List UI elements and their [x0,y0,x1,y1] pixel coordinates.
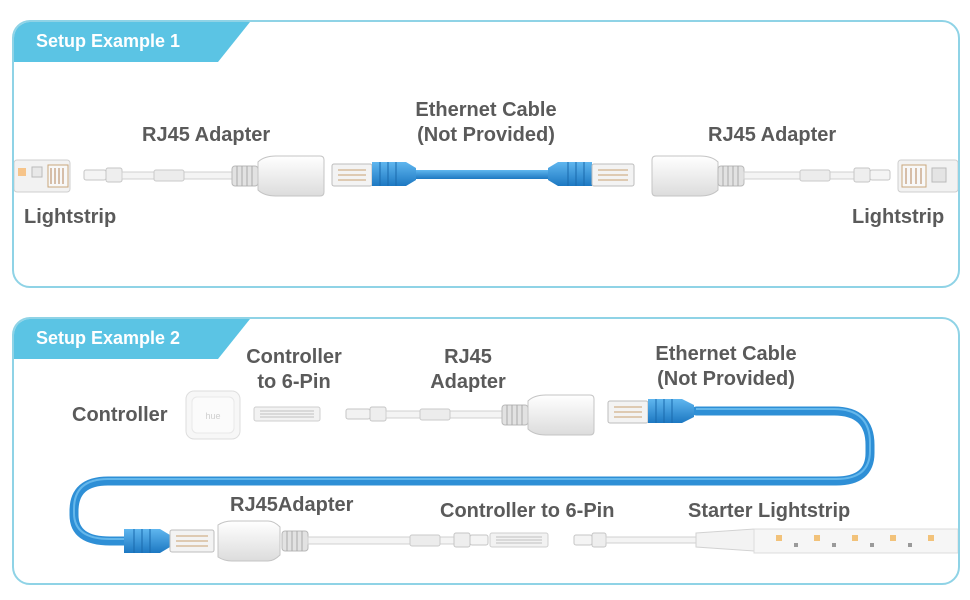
setup-example-2-title: Setup Example 2 [36,328,181,348]
tag-background [14,319,250,359]
ethernet-cable-icon [331,162,635,187]
ethernet-plug-bottom-icon [124,529,215,553]
ethernet-plug-top-icon [607,399,694,424]
label-lightstrip-right: Lightstrip [852,206,945,228]
setup-example-2-panel: Setup Example 2 hue [12,317,960,585]
controller-mark: hue [205,411,220,421]
label-rj45-adapter-right: RJ45 Adapter [708,124,837,146]
label-ethernet-cable-line2: (Not Provided) [417,124,555,146]
label-rj45-adapter-left: RJ45 Adapter [142,124,271,146]
setup-example-1-title: Setup Example 1 [36,31,181,51]
lightstrip-right-icon [897,159,958,193]
rj45-adapter-top-icon [369,394,595,436]
label-ethernet-cable: Ethernet Cable (Not Provided) [406,98,566,148]
label-ethernet-cable-line1: Ethernet Cable [415,99,557,121]
label-ethernet-cable-2-line1: Ethernet Cable [655,343,797,365]
label-ethernet-cable-2-line2: (Not Provided) [657,368,795,390]
label-ethernet-cable-2: Ethernet Cable (Not Provided) [646,342,806,392]
setup-example-1-panel: Setup Example 1 [12,20,960,288]
rj45-adapter-right-icon [651,155,891,197]
setup-example-1-tag: Setup Example 1 [14,22,250,62]
label-controller: Controller [72,404,168,426]
label-rj45-adapter-top-line1: RJ45 [444,346,492,368]
setup-example-1-illustration [14,155,958,197]
label-rj45-adapter-top-line2: Adapter [430,371,506,393]
label-controller-to-6pin-bottom: Controller to 6-Pin [440,500,615,522]
starter-lightstrip-icon [695,528,958,554]
tag-background [14,22,250,62]
controller-icon: hue [185,390,241,440]
rj45-adapter-bottom-icon [217,520,489,562]
label-rj45-adapter-top: RJ45 Adapter [418,345,518,395]
label-controller-to-6pin-top: Controller to 6-Pin [234,345,354,395]
setup-example-2-illustration: hue [69,390,958,562]
lightstrip-left-icon [14,159,71,193]
label-lightstrip-left: Lightstrip [24,206,117,228]
rj45-adapter-left-icon [83,155,325,197]
label-starter-lightstrip: Starter Lightstrip [688,500,851,522]
label-rj45-adapter-bottom: RJ45Adapter [230,494,354,516]
label-controller-to-6pin-top-line1: Controller [246,346,342,368]
controller-6pin-top-icon [253,406,371,422]
setup-example-2-tag: Setup Example 2 [14,319,250,359]
label-controller-to-6pin-top-line2: to 6-Pin [257,371,331,393]
controller-6pin-bottom-icon [489,532,697,548]
